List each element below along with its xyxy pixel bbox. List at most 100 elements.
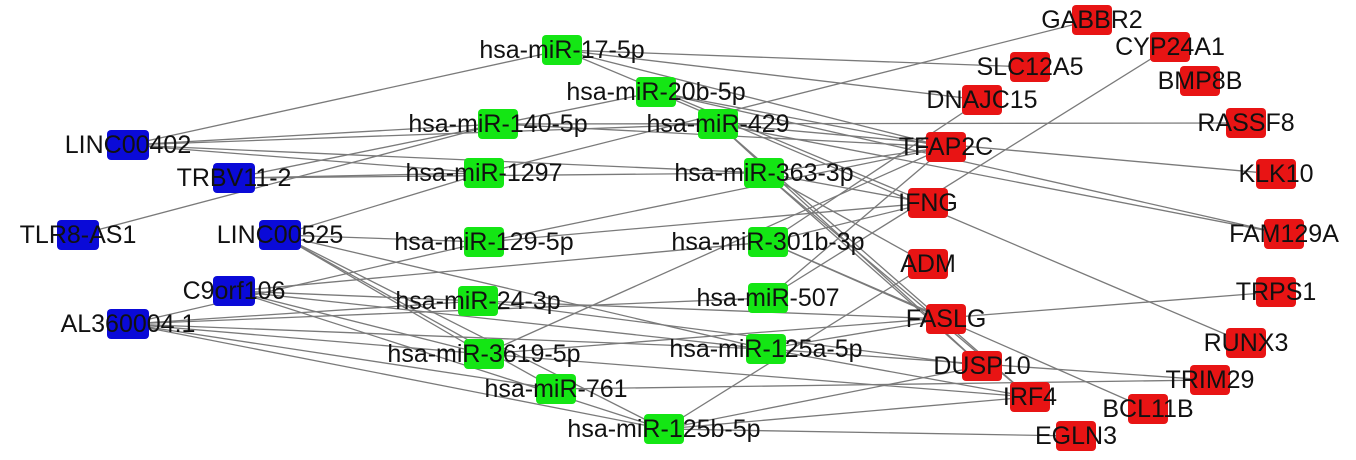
edge-hsa-mir-363-3p-to-adm [763, 172, 929, 265]
node-label: hsa-miR-125a-5p [669, 335, 862, 363]
edge-hsa-mir-125b-5p-to-adm [663, 263, 929, 430]
node-hsa-mir-17-5p[interactable]: hsa-miR-17-5p [479, 35, 645, 65]
edge-c9orf106-to-hsa-mir-3619-5p [233, 290, 485, 355]
edge-al360004-1-to-hsa-mir-507 [127, 297, 769, 325]
edge-hsa-mir-17-5p-to-dnajc15 [561, 49, 983, 101]
node-hsa-mir-363-3p[interactable]: hsa-miR-363-3p [674, 158, 854, 188]
edge-hsa-mir-140-5p-to-rassf8 [497, 122, 1247, 125]
node-label: LINC00402 [65, 131, 191, 159]
node-label: hsa-miR-3619-5p [387, 340, 580, 368]
node-faslg[interactable]: FASLG [906, 304, 987, 334]
edge-hsa-mir-3619-5p-to-irf4 [483, 353, 1031, 398]
node-box-mrna [962, 351, 1002, 381]
node-hsa-mir-1297[interactable]: hsa-miR-1297 [405, 158, 563, 188]
node-fam129a[interactable]: FAM129A [1229, 219, 1339, 249]
node-label: hsa-miR-429 [646, 110, 789, 138]
node-trim29[interactable]: TRIM29 [1166, 365, 1255, 395]
node-runx3[interactable]: RUNX3 [1204, 328, 1289, 358]
node-box-mrna [1226, 108, 1266, 138]
node-hsa-mir-129-5p[interactable]: hsa-miR-129-5p [394, 227, 574, 257]
node-label: FASLG [906, 305, 987, 333]
node-box-mirna [464, 158, 504, 188]
edge-hsa-mir-20b-5p-to-fam129a [655, 91, 1285, 235]
node-label: TLR8-AS1 [20, 221, 137, 249]
node-hsa-mir-429[interactable]: hsa-miR-429 [646, 109, 790, 139]
node-trbv11-2[interactable]: TRBV11-2 [177, 163, 292, 193]
edge-hsa-mir-17-5p-to-slc12a5 [561, 49, 1031, 68]
node-box-lncrna [213, 163, 255, 193]
node-irf4[interactable]: IRF4 [1003, 382, 1057, 412]
node-hsa-mir-24-3p[interactable]: hsa-miR-24-3p [395, 286, 561, 316]
edge-linc00525-to-hsa-mir-129-5p [279, 234, 485, 243]
node-egln3[interactable]: EGLN3 [1035, 421, 1117, 451]
edge-hsa-mir-429-to-fam129a [717, 123, 1285, 235]
node-hsa-mir-140-5p[interactable]: hsa-miR-140-5p [408, 109, 588, 139]
edge-hsa-mir-363-3p-to-tfap2c [763, 146, 947, 174]
node-hsa-mir-761[interactable]: hsa-miR-761 [484, 374, 628, 404]
node-hsa-mir-507[interactable]: hsa-miR-507 [696, 283, 840, 313]
node-adm[interactable]: ADM [900, 249, 956, 279]
node-box-mirna [636, 77, 676, 107]
node-box-mrna [1180, 66, 1220, 96]
node-box-mrna [908, 249, 948, 279]
node-box-mrna [926, 132, 966, 162]
node-label: LINC00525 [217, 221, 343, 249]
node-box-mirna [746, 334, 786, 364]
node-gabbr2[interactable]: GABBR2 [1041, 5, 1143, 35]
node-box-mrna [1072, 5, 1112, 35]
node-box-mirna [748, 283, 788, 313]
edge-al360004-1-to-hsa-mir-761 [127, 323, 557, 390]
node-linc00525[interactable]: LINC00525 [217, 220, 343, 250]
node-hsa-mir-301b-3p[interactable]: hsa-miR-301b-3p [671, 227, 865, 257]
node-hsa-mir-3619-5p[interactable]: hsa-miR-3619-5p [387, 339, 581, 369]
node-box-mirna [748, 227, 788, 257]
node-label: hsa-miR-125b-5p [567, 415, 760, 443]
node-dnajc15[interactable]: DNAJC15 [926, 85, 1038, 115]
node-box-mirna [744, 158, 784, 188]
node-box-mrna [1056, 421, 1096, 451]
node-c9orf106[interactable]: C9orf106 [183, 276, 286, 306]
edge-al360004-1-to-hsa-mir-24-3p [127, 300, 479, 325]
edge-hsa-mir-20b-5p-to-tfap2c [655, 91, 947, 148]
node-slc12a5[interactable]: SLC12A5 [976, 52, 1084, 82]
node-label: hsa-miR-17-5p [479, 36, 644, 64]
edge-al360004-1-to-hsa-mir-129-5p [127, 241, 485, 325]
edge-linc00402-to-hsa-mir-140-5p [127, 123, 499, 146]
edge-hsa-mir-125a-5p-to-irf4 [765, 348, 1031, 398]
node-bcl11b[interactable]: BCL11B [1102, 394, 1194, 424]
edge-al360004-1-to-hsa-mir-125b-5p [127, 323, 665, 430]
node-box-lncrna [107, 130, 149, 160]
node-bmp8b[interactable]: BMP8B [1158, 66, 1243, 96]
node-hsa-mir-125a-5p[interactable]: hsa-miR-125a-5p [669, 334, 863, 364]
edge-linc00525-to-hsa-mir-125b-5p [279, 234, 665, 430]
node-label: hsa-miR-1297 [405, 159, 562, 187]
node-klk10[interactable]: KLK10 [1238, 159, 1314, 189]
node-ifng[interactable]: IFNG [898, 188, 958, 218]
node-al360004-1[interactable]: AL360004.1 [61, 309, 196, 339]
node-tfap2c[interactable]: TFAP2C [899, 132, 993, 162]
edge-hsa-mir-125a-5p-to-faslg [765, 318, 947, 350]
node-tlr8-as1[interactable]: TLR8-AS1 [20, 220, 137, 250]
node-box-mirna [464, 339, 504, 369]
node-trps1[interactable]: TRPS1 [1236, 277, 1317, 307]
node-hsa-mir-20b-5p[interactable]: hsa-miR-20b-5p [566, 77, 746, 107]
node-box-mrna [1226, 328, 1266, 358]
node-box-mirna [458, 286, 498, 316]
edge-hsa-mir-301b-3p-to-ifng [767, 202, 929, 243]
edge-hsa-mir-507-to-cyp24a1 [767, 46, 1171, 299]
node-box-mirna [698, 109, 738, 139]
node-box-lncrna [107, 309, 149, 339]
node-box-mrna [908, 188, 948, 218]
node-label: hsa-miR-20b-5p [566, 78, 745, 106]
node-linc00402[interactable]: LINC00402 [65, 130, 191, 160]
node-box-mirna [478, 109, 518, 139]
edge-hsa-mir-24-3p-to-dusp10 [477, 300, 983, 367]
node-label: C9orf106 [183, 277, 286, 305]
node-cyp24a1[interactable]: CYP24A1 [1115, 32, 1225, 62]
node-label: RASSF8 [1197, 109, 1294, 137]
node-rassf8[interactable]: RASSF8 [1197, 108, 1295, 138]
node-hsa-mir-125b-5p[interactable]: hsa-miR-125b-5p [567, 414, 761, 444]
node-box-mrna [1010, 52, 1050, 82]
edge-linc00525-to-hsa-mir-1297 [279, 172, 485, 236]
node-dusp10[interactable]: DUSP10 [933, 351, 1031, 381]
